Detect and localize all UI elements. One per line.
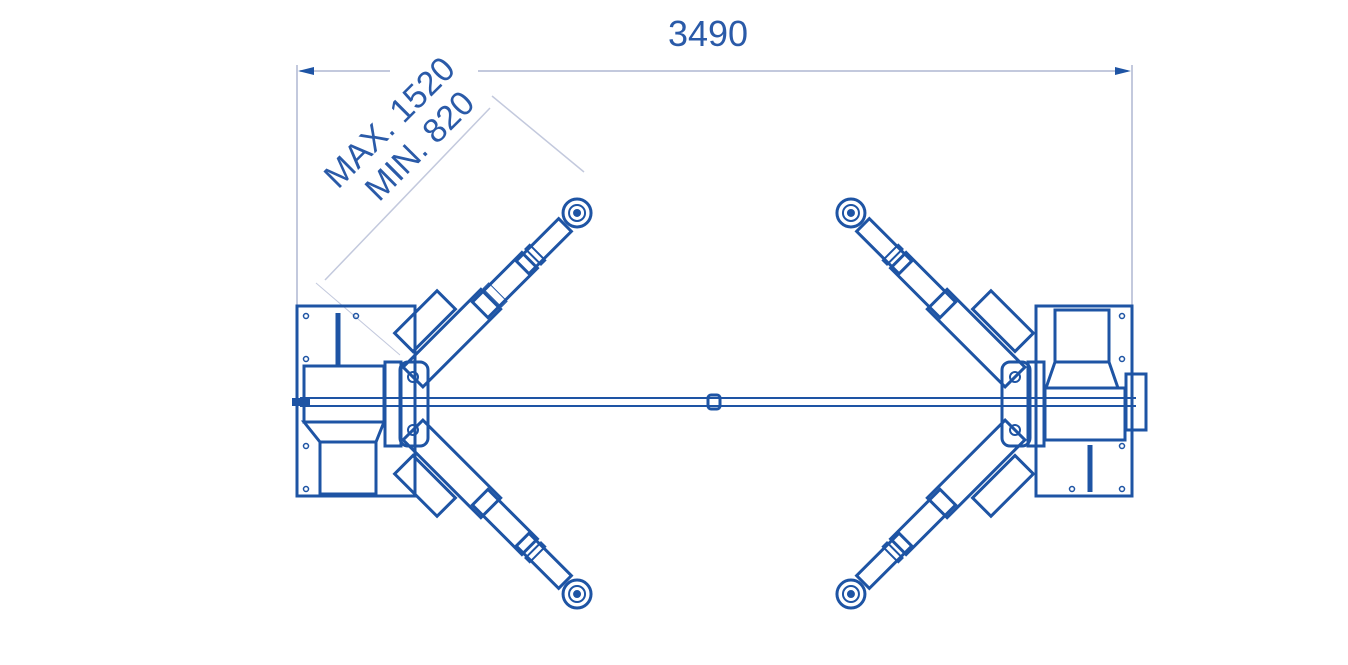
cross-bar bbox=[300, 393, 1136, 411]
arm-length-dimension: MAX. 1520 MIN. 820 bbox=[315, 50, 585, 356]
right-lower-arm bbox=[835, 417, 1036, 610]
left-post-column bbox=[292, 304, 430, 498]
left-upper-arm bbox=[392, 197, 593, 390]
overall-width-dimension: 3490 bbox=[296, 13, 1133, 305]
right-upper-arm bbox=[835, 197, 1036, 390]
left-lower-arm bbox=[392, 417, 593, 610]
right-post-column bbox=[1000, 304, 1148, 498]
arrow-right-icon bbox=[1115, 67, 1131, 75]
overall-width-label: 3490 bbox=[668, 13, 748, 54]
arrow-left-icon bbox=[298, 67, 314, 75]
